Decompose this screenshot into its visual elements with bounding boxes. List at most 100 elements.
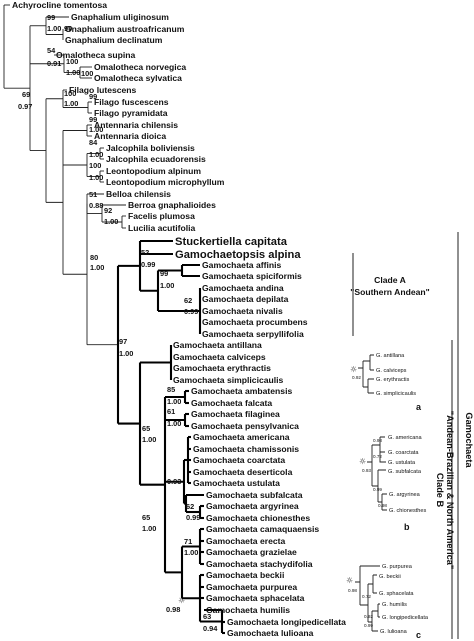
inset-b-tip: G. americana (388, 435, 422, 441)
inset-b-tip: G. coarctata (388, 450, 419, 456)
inset-c-tip: G. sphacelata (379, 591, 414, 597)
tip-label: Gamochaeta calviceps (173, 352, 266, 362)
support-value: 1.00 (119, 349, 133, 358)
inset-c-support: 0.72 (362, 594, 371, 599)
tip-label: Berroa gnaphalioides (128, 200, 216, 210)
support-value: 100 (64, 89, 76, 98)
tip-label: Filago fuscescens (94, 97, 169, 107)
inset-c-tip: G. longipedicellata (382, 615, 429, 621)
tip-label: Gamochaetopsis alpina (175, 249, 301, 261)
tip-label: Gnaphalium declinatum (65, 35, 163, 45)
tip-label: Gamochaeta falcata (191, 398, 272, 408)
inset-b-tip: G. ustulata (388, 460, 416, 466)
tip-label: Gamochaeta deserticola (193, 467, 293, 477)
tip-label: Gamochaeta humilis (206, 605, 290, 615)
support-value: 65 (142, 424, 150, 433)
support-value: 1.00 (142, 435, 156, 444)
tip-label: Gamochaeta filaginea (191, 409, 280, 419)
inset-c-tip: G. purpurea (382, 564, 413, 570)
support-value: 71 (184, 537, 192, 546)
tip-label: Gamochaeta beckii (206, 570, 284, 580)
inset-c-tip: G. beckii (379, 574, 401, 580)
tip-label: Gamochaeta chamissonis (193, 444, 299, 454)
support-value: 97 (119, 337, 127, 346)
inset-b-letter: b (404, 522, 410, 532)
inset-b-tip: G. argyrinea (389, 492, 421, 498)
support-value: 1.00 (47, 24, 61, 33)
support-value: 0.97 (18, 102, 32, 111)
support-value: 99 (160, 269, 168, 278)
support-value: 62 (184, 296, 192, 305)
tip-label: Leontopodium microphyllum (106, 177, 225, 187)
tip-label: Gamochaeta purpurea (206, 582, 297, 592)
inset-a-tip: G. calviceps (376, 368, 407, 374)
inset-c: G. purpurea G. beckii G. sphacelata G. h… (346, 564, 429, 640)
support-value: 54 (47, 46, 56, 55)
tip-label: Gamochaeta argyrinea (206, 501, 299, 511)
tip-label: Omalotheca norvegica (94, 62, 186, 72)
star-icon: ☼ (346, 576, 353, 585)
tip-label: Gamochaeta coarctata (193, 455, 285, 465)
inset-b-support: 0.98 (378, 503, 387, 508)
tip-label: Gamochaeta spiciformis (202, 271, 302, 281)
support-value: 1.00 (104, 217, 118, 226)
support-value: 80 (90, 253, 98, 262)
inset-a-tip: G. erythractis (376, 377, 409, 383)
tip-label: Facelis plumosa (128, 211, 195, 221)
tree-branches (3, 4, 225, 635)
support-value: 63 (203, 612, 211, 621)
tip-label: Gnaphalium uliginosum (71, 12, 169, 22)
support-value: 1.00 (89, 125, 103, 134)
support-value: 1.00 (90, 263, 104, 272)
tip-label: Gamochaeta serpyllifolia (202, 329, 304, 339)
tip-label: Belloa chilensis (106, 189, 171, 199)
clade-b-subtitle: "Andean-Brazilian & North America" (445, 411, 455, 569)
inset-b-support: 0.99 (373, 487, 382, 492)
tip-label: Lucilia acutifolia (128, 223, 196, 233)
star-icon: ☼ (359, 457, 366, 466)
tip-label: Stuckertiella capitata (175, 236, 288, 248)
tip-label: Gamochaeta depilata (202, 294, 289, 304)
support-value: 0.99 (184, 307, 198, 316)
support-value: 1.00 (167, 419, 181, 428)
inset-c-letter: c (416, 630, 421, 640)
support-value: 84 (89, 138, 98, 147)
support-value: 1.00 (160, 281, 174, 290)
tip-label: Achyrocline tomentosa (12, 0, 107, 10)
inset-b-support: 0.98 (373, 438, 382, 443)
star-icon: ☼ (350, 365, 357, 374)
inset-b-support: 0.93 (362, 468, 371, 473)
support-value: 62 (186, 502, 194, 511)
support-value: 1.00 (89, 173, 103, 182)
support-value: 0.99 (141, 260, 155, 269)
inset-c-tip: G. lulioana (380, 629, 408, 635)
tip-label: Gamochaeta erecta (206, 536, 286, 546)
support-value: 100 (81, 69, 93, 78)
inset-b-tip: G. subfalcata (388, 469, 422, 475)
support-value: 51 (89, 190, 97, 199)
tip-label: Gamochaeta chionesthes (206, 513, 310, 523)
support-value: 99 (89, 92, 97, 101)
support-value: 0.99 (186, 513, 200, 522)
tip-label: Jalcophila ecuadorensis (106, 154, 206, 164)
support-value: 1.00 (66, 68, 80, 77)
inset-a: G. antillana G. calviceps G. erythractis… (350, 353, 422, 412)
support-value: 0.94 (203, 624, 218, 633)
clade-b-title: Clade B (435, 473, 445, 508)
support-value: 85 (167, 385, 175, 394)
tip-label: Gamochaeta nivalis (202, 306, 283, 316)
tip-label: Gamochaeta grazielae (206, 547, 297, 557)
support-value: 99 (64, 24, 72, 33)
support-value: 1.00 (142, 524, 156, 533)
tip-label: Gamochaeta stachydifolia (206, 559, 313, 569)
tip-label: Filago lutescens (69, 85, 137, 95)
inset-a-letter: a (416, 402, 422, 412)
tip-label: Filago pyramidata (94, 108, 168, 118)
support-value: 0.98 (166, 605, 180, 614)
support-value: 69 (22, 90, 30, 99)
inset-b: G. americana G. coarctata G. ustulata G.… (359, 435, 427, 532)
star-icon: ☼ (178, 596, 185, 605)
tip-label: Gamochaeta affinis (202, 260, 281, 270)
